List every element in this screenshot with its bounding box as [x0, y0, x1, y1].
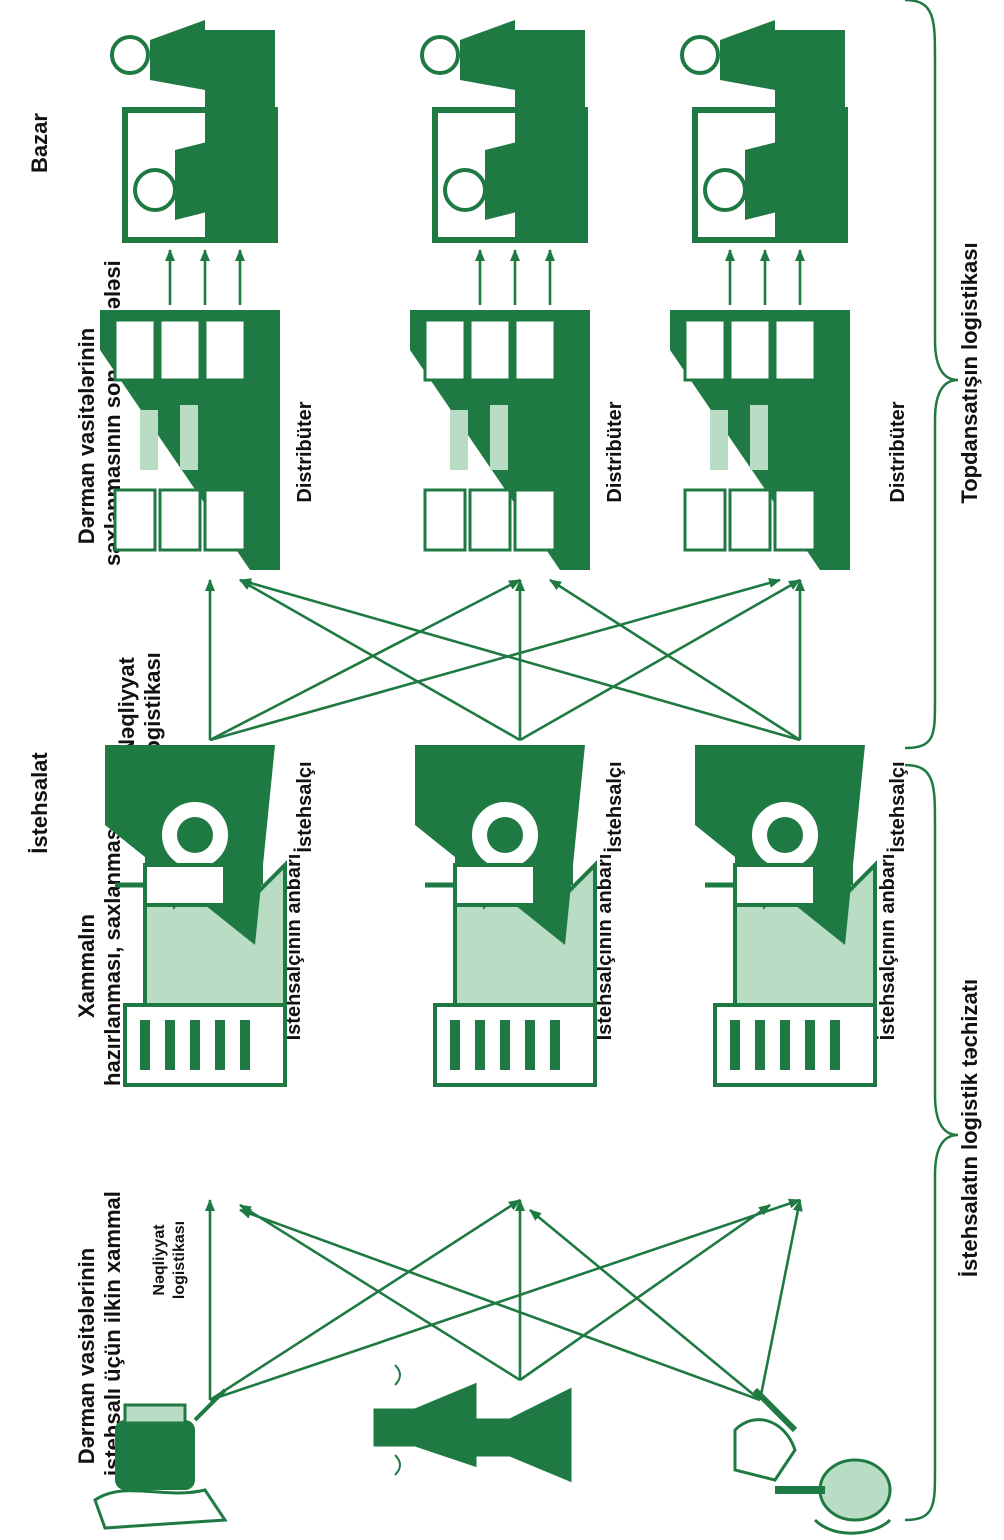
arrow-r3-w2 [529, 1208, 761, 1402]
production-machine-icon [415, 745, 585, 945]
arrow-r2-w1 [239, 1203, 521, 1382]
arrow-r1-w2 [209, 1198, 521, 1402]
pharmacy-counter-icon [420, 20, 588, 243]
arrow-p1-d3 [209, 578, 781, 742]
arrow-r2-w3 [519, 1203, 771, 1382]
hand-jar-icon [93, 1388, 228, 1530]
distribution-warehouse-icon [410, 310, 590, 570]
brace-wholesale [904, 0, 959, 750]
arrow-r3-w3 [758, 1199, 803, 1401]
hand-flask-icon [733, 1387, 892, 1535]
distribution-warehouse-icon [100, 310, 280, 570]
arrow-p2-d1 [239, 578, 521, 742]
arrow-r1-w3 [209, 1198, 801, 1402]
pharmacy-counter-icon [110, 20, 278, 243]
arrow-p3-d1 [239, 578, 801, 742]
arrow-p1-d2 [209, 578, 521, 742]
factory-building-icon [713, 855, 877, 1087]
arrow-p3-d2 [549, 578, 801, 742]
production-machine-icon [695, 745, 865, 945]
production-machine-icon [105, 745, 275, 945]
pharmacy-counter-icon [680, 20, 848, 243]
arrow-r3-w1 [239, 1208, 761, 1402]
arrow-p2-d3 [519, 578, 801, 742]
distribution-warehouse-icon [670, 310, 850, 570]
brace-production-supply [904, 763, 959, 1522]
flasks-icon [373, 1364, 572, 1483]
